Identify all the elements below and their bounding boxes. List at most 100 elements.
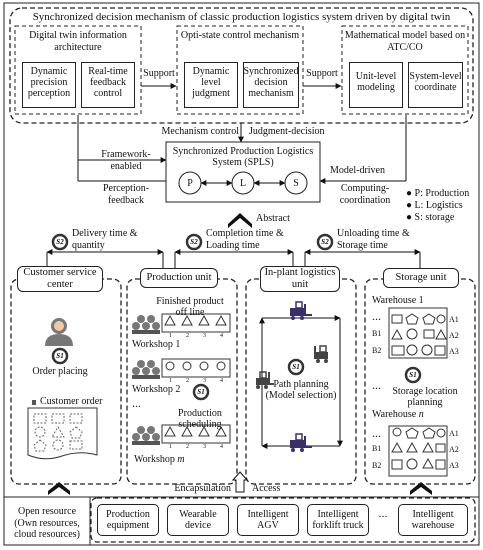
- col3-a-text: Unit-level modeling: [355, 71, 397, 93]
- delivery-label: Delivery time & quantity: [72, 228, 138, 251]
- path-planning-label: Path planning (Model selection): [265, 379, 337, 401]
- warehouse-n-grid: [388, 425, 448, 477]
- resource-production-equipment: Production equipment: [97, 504, 159, 536]
- w1-row-a3: A3: [449, 347, 459, 356]
- logistics-unit-box: [245, 278, 357, 485]
- s2-label-1: S2: [56, 238, 64, 246]
- production-unit-header: Production unit: [140, 268, 218, 288]
- node-s-label: S: [293, 178, 299, 189]
- wn-row-a3: A3: [449, 461, 459, 470]
- scheduling-label: Production scheduling: [178, 408, 222, 430]
- open-resource-title: Open resource: [17, 506, 77, 517]
- col3-b-text: System-level coordinate: [409, 71, 462, 93]
- chevron-up-icon-2: [410, 482, 432, 495]
- customer-unit-box: [10, 278, 122, 485]
- col2-b-box: [243, 62, 299, 108]
- abstract-chevron-icon: [228, 213, 252, 228]
- storage-dots-bottom: ...: [372, 426, 381, 440]
- col2-box: [176, 25, 304, 115]
- w1-row-b2: B2: [372, 346, 382, 355]
- s2-label-3: S2: [321, 238, 329, 246]
- warehouse-n-label: Warehouse n: [372, 409, 424, 420]
- spls-title: Synchronized Production Logistics System…: [172, 146, 314, 168]
- col1-a-box: [22, 62, 76, 108]
- logistics-s1-label: S1: [292, 363, 300, 371]
- workshop-2-icon: [132, 358, 231, 379]
- warehouse-1-label: Warehouse 1: [372, 295, 424, 306]
- customer-service-icon: [45, 318, 73, 346]
- workshop-1-icon: [132, 313, 231, 334]
- customer-order-label: Customer order: [40, 396, 103, 407]
- storage-dots-mid: ...: [372, 378, 381, 392]
- w1-row-a1: A1: [449, 315, 459, 324]
- customer-s1-label: S1: [56, 352, 64, 360]
- production-unit-box: [126, 278, 238, 485]
- framework-enabled-label: Framework-enabled: [101, 149, 151, 172]
- warehouse-1-grid: [388, 307, 448, 359]
- node-l-label: L: [239, 178, 247, 189]
- resource-intelligent-agv: Intelligent AGV: [237, 504, 299, 536]
- workshop-1-label: Workshop 1: [132, 339, 181, 350]
- computing-coordination-label: Computing-coordination: [339, 183, 391, 206]
- col1-b-text: Real-time feedback control: [88, 66, 128, 99]
- forklift-icon: [290, 301, 312, 320]
- production-s1-label: S1: [197, 388, 205, 396]
- chevron-up-icon: [48, 482, 70, 495]
- location-planning-label: Storage location planning: [392, 386, 458, 408]
- wn-row-a1: A1: [449, 429, 459, 438]
- finished-product-label: Finished product off line: [156, 296, 224, 318]
- col2-title: Opti-state control mechanism: [180, 30, 300, 41]
- judgment-decision-label: Judgment-decision: [249, 126, 325, 137]
- abstract-label: Abstract: [256, 213, 290, 224]
- col3-a-box: [349, 62, 403, 108]
- legend-production: P: Production: [414, 188, 470, 199]
- col3-title: Mathematical model based on ATC/CO: [344, 30, 466, 53]
- unloading-label: Unloading time & Storage time: [337, 228, 410, 251]
- forklift-icon-2: [314, 345, 328, 363]
- top-title: Synchronized decision mechanism of class…: [32, 11, 451, 23]
- customer-unit-header: Customer service center: [17, 266, 103, 292]
- node-p-label: P: [187, 178, 193, 189]
- customer-order-icon: [27, 400, 98, 460]
- s2-badge-icon: [51, 233, 334, 251]
- support-label-2: Support: [306, 68, 338, 79]
- outer-frame: [3, 2, 480, 546]
- col2-b-text: Synchronized decision mechanism: [243, 66, 299, 99]
- storage-unit-header: Storage unit: [383, 268, 459, 288]
- col3-box: [341, 25, 469, 115]
- wn-row-a2: A2: [449, 445, 459, 454]
- s2-label-2: S2: [190, 238, 198, 246]
- logistics-unit-header: In-plant logistics unit: [260, 266, 340, 292]
- workshop-2-label: Workshop 2: [132, 384, 181, 395]
- order-placing-label: Order placing: [32, 366, 88, 377]
- access-arrow-icon: [231, 471, 249, 493]
- col2-a-box: [184, 62, 238, 108]
- resource-intelligent-warehouse: Intelligent warehouse: [398, 504, 468, 536]
- production-dots: ...: [132, 396, 141, 410]
- support-label-1: Support: [143, 68, 175, 79]
- col1-title: Digital twin information architecture: [29, 30, 127, 53]
- legend-logistics: L: Logistics: [414, 200, 463, 211]
- wn-row-b2: B2: [372, 461, 382, 470]
- col3-b-box: [408, 62, 463, 108]
- legend-storage: S: storage: [414, 212, 455, 223]
- w1-row-b1: B1: [372, 329, 382, 338]
- resource-container: [90, 497, 476, 543]
- resource-intelligent-forklift: Intelligent forklift truck: [307, 504, 369, 536]
- top-container: [9, 7, 474, 124]
- resource-dots: ...: [378, 506, 388, 520]
- perception-feedback-label: Perception-feedback: [102, 183, 150, 206]
- access-label: Access: [252, 483, 281, 494]
- resource-wearable-device: Wearable device: [167, 504, 229, 536]
- encapsulation-label: Encapsulation: [174, 483, 231, 494]
- completion-label: Completion time & Loading time: [206, 228, 284, 251]
- col2-a-text: Dynamic level judgment: [192, 66, 230, 99]
- forklift-icon-3: [256, 371, 274, 389]
- storage-dots-top: ...: [372, 309, 381, 323]
- col1-a-text: Dynamic precision perception: [27, 66, 71, 99]
- workshop-m-icon: [132, 424, 231, 445]
